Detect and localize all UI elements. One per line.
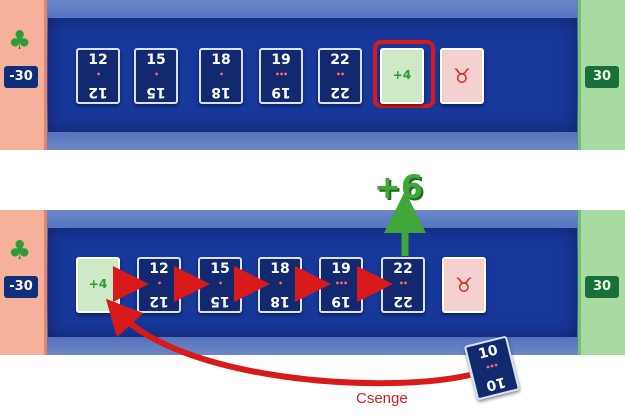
curved-arrow-icon [118,312,470,383]
card-number-inverted: 10 [475,372,517,395]
player-name: Csenge [356,390,408,407]
